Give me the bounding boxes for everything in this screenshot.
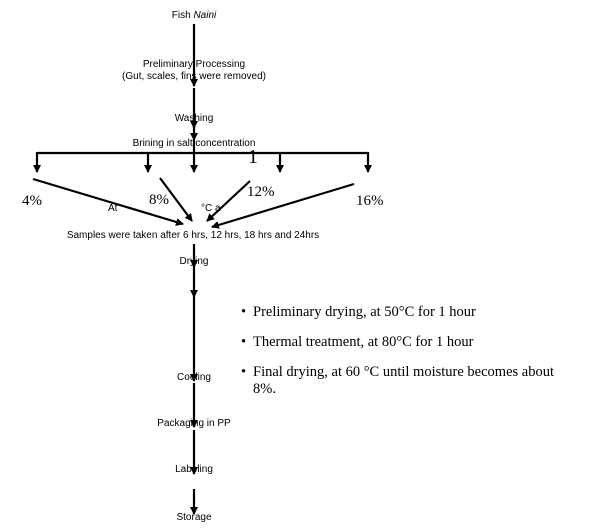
concentration-12: 12% (247, 184, 275, 200)
step-drying: Drying (179, 256, 209, 267)
step-washing: Washing (174, 113, 214, 124)
converge-12 (206, 180, 251, 222)
concentration-4: 4% (22, 193, 42, 209)
step-labeling: Labeling (175, 464, 213, 475)
step-storage: Storage (176, 512, 212, 523)
step-brining: Brining in salt concentration (132, 138, 256, 149)
step-preliminary-detail: (Gut, scales, fins were removed) (122, 71, 266, 82)
converge-16 (211, 182, 355, 229)
step-cooling: Cooling (177, 372, 211, 383)
step-samples: Samples were taken after 6 hrs, 12 hrs, … (66, 230, 320, 241)
drying-note-2: •Thermal treatment, at 80°C for 1 hour (241, 334, 474, 350)
drying-note-3-continuation: 8%. (253, 381, 276, 397)
converge-4 (32, 177, 184, 226)
stray-mark: 1 (248, 146, 258, 168)
drying-note-3: •Final drying, at 60 °C until moisture b… (241, 364, 554, 380)
concentration-16: 16% (356, 193, 384, 209)
temp-fragment-deg: °C a (201, 203, 221, 214)
drying-note-1: •Preliminary drying, at 50°C for 1 hour (241, 304, 476, 320)
step-preliminary-processing: Preliminary Processing (142, 59, 246, 70)
converge-8 (159, 177, 193, 222)
step-packaging: Packaging in PP (157, 418, 231, 429)
concentration-8: 8% (149, 192, 169, 208)
temp-fragment-at: At (108, 203, 118, 214)
step-fish: Fish Naini (171, 10, 217, 21)
